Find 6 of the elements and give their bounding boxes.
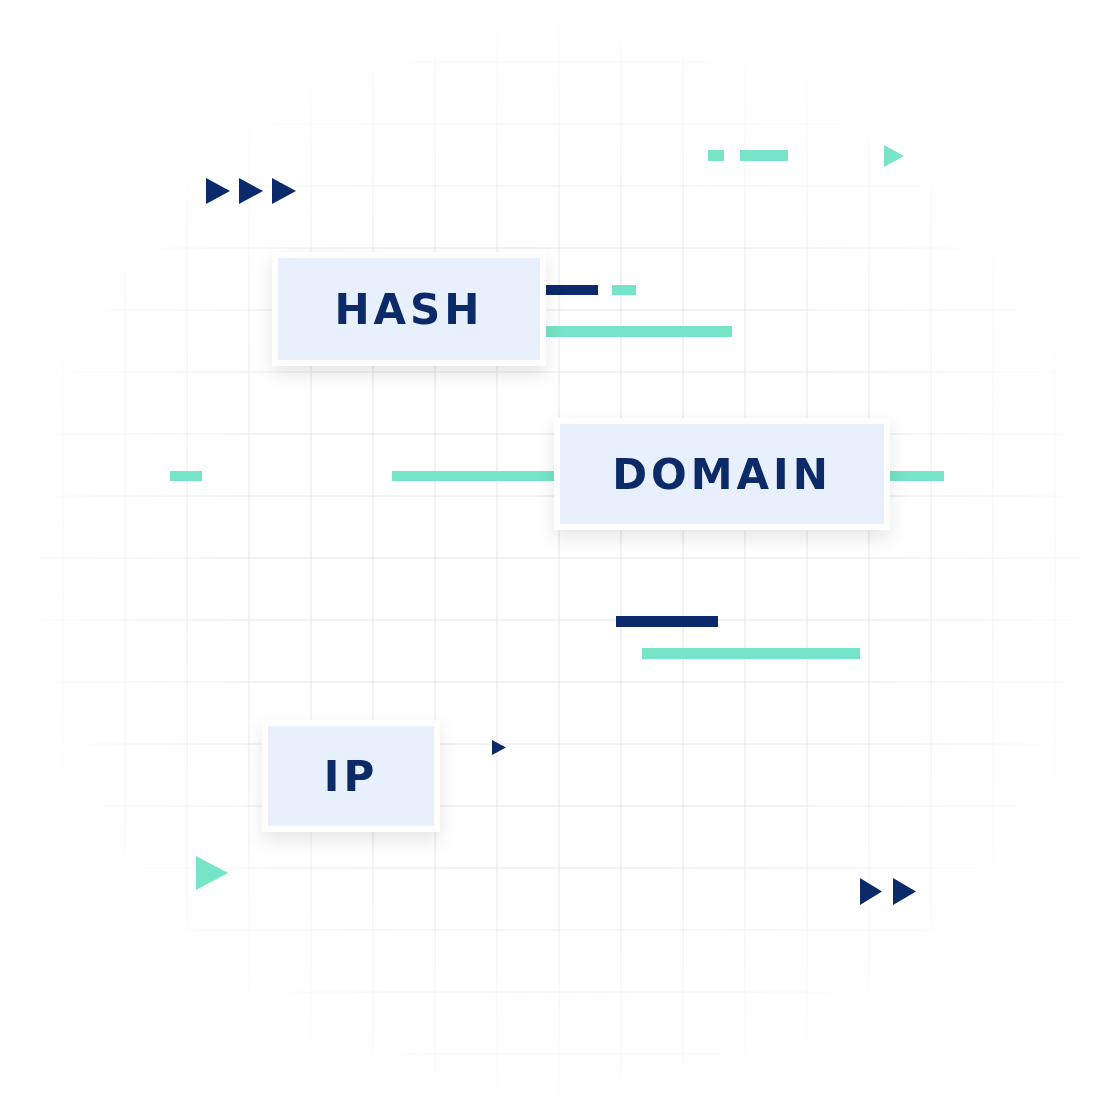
box-label: IP (323, 751, 379, 801)
label-box (272, 252, 546, 366)
label-box (262, 720, 440, 832)
box-label: DOMAIN (612, 449, 832, 499)
box-label: HASH (334, 284, 484, 334)
label-box (554, 418, 890, 530)
